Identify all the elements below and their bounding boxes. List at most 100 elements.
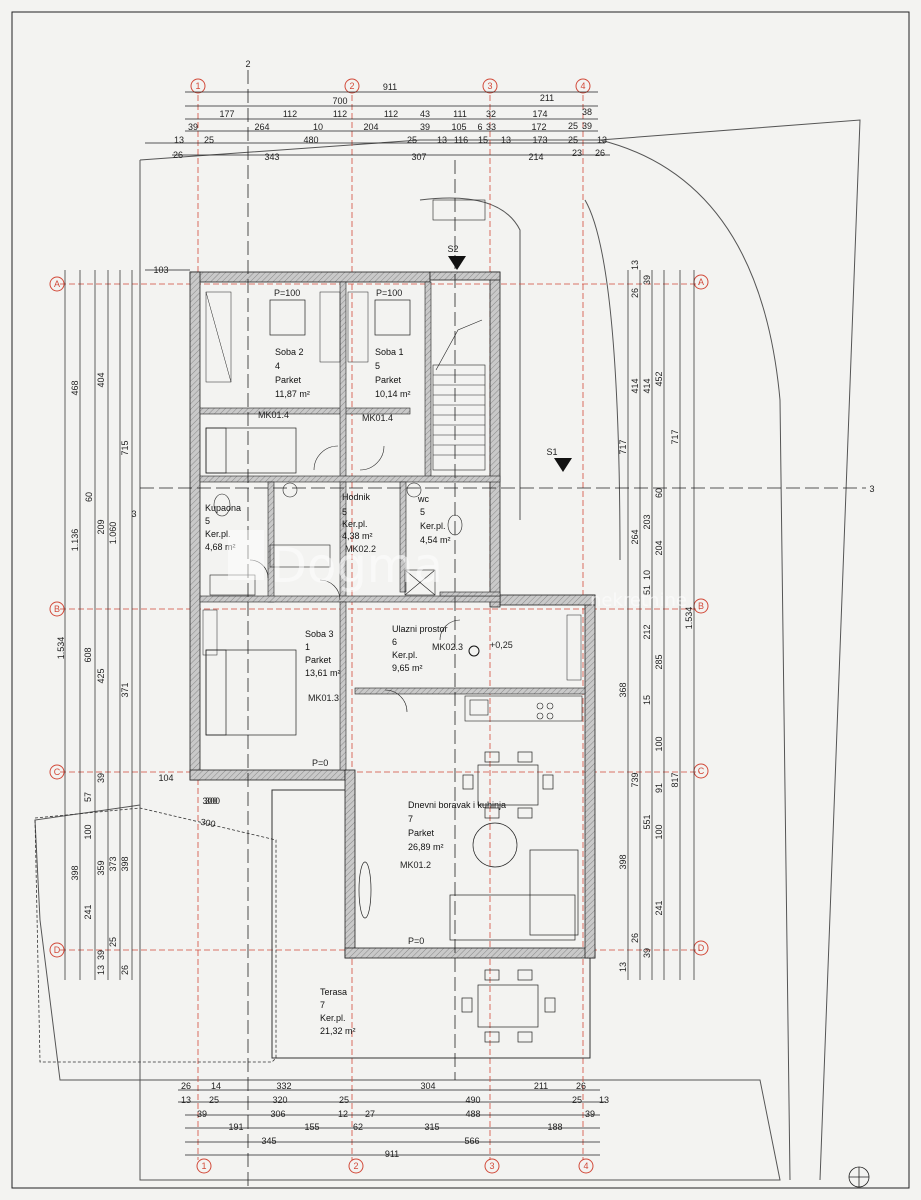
- left-dim: 1.136: [70, 529, 80, 552]
- left-dim: 100: [83, 824, 93, 839]
- axis-row-d-left: D: [54, 945, 61, 955]
- left-dim: 241: [83, 904, 93, 919]
- room-ulazni-prostor: Ulazni prostor 6 Ker.pl. 9,65 m²: [392, 624, 448, 673]
- top-dim: 343: [264, 152, 279, 162]
- top-dim: 211: [540, 93, 554, 103]
- top-dim: 111: [453, 109, 467, 119]
- right-dim: 817: [670, 772, 680, 787]
- room-number: 5: [375, 361, 380, 371]
- right-dim: 39: [642, 275, 652, 285]
- top-dim: 700: [332, 96, 347, 106]
- left-dim: 103: [153, 265, 168, 275]
- right-dim: 100: [654, 824, 664, 839]
- room-name: Hodnik: [342, 492, 371, 502]
- misc-labels: P=100 P=100 P=0 P=0 +0,25 MK01.4 MK01.4 …: [200, 288, 513, 946]
- bottom-dim: 25: [209, 1095, 219, 1105]
- left-dim: 57: [83, 792, 93, 802]
- right-dim: 10: [642, 570, 652, 580]
- bottom-dim: 26: [181, 1081, 191, 1091]
- room-area: 4,68 m²: [205, 542, 236, 552]
- room-floor: Parket: [305, 655, 332, 665]
- bottom-dim: 26: [576, 1081, 586, 1091]
- room-number: 5: [342, 507, 347, 517]
- top-dim: 15: [478, 135, 488, 145]
- window-tag: MK02.3: [432, 642, 463, 652]
- room-hodnik: Hodnik 5 Ker.pl. 4,38 m²: [342, 492, 373, 541]
- axis-row-c-left: C: [54, 767, 61, 777]
- left-dim: 608: [83, 647, 93, 662]
- window-tag: MK01.3: [308, 693, 339, 703]
- top-dim: 13: [501, 135, 511, 145]
- right-dim: 717: [670, 429, 680, 444]
- top-dim: 25: [568, 121, 578, 131]
- top-dim: 264: [254, 122, 269, 132]
- parapet-label: P=100: [376, 288, 402, 298]
- bottom-dim: 191: [228, 1122, 243, 1132]
- left-dim: 468: [70, 380, 80, 395]
- right-dim: 13: [630, 260, 640, 270]
- left-dim: 371: [120, 682, 130, 697]
- room-kupaona: Kupaona 5 Ker.pl. 4,68 m²: [205, 503, 241, 552]
- left-dim: 13: [96, 965, 106, 975]
- bottom-dim: 25: [339, 1095, 349, 1105]
- terrace-width: 300: [205, 796, 220, 806]
- room-floor: Parket: [275, 375, 302, 385]
- left-dim: 1.534: [56, 637, 66, 660]
- bottom-dim: 306: [270, 1109, 285, 1119]
- bottom-dim: 304: [420, 1081, 435, 1091]
- staircase: [432, 199, 486, 471]
- left-dim: 26: [120, 965, 130, 975]
- top-dimensions: [145, 91, 610, 156]
- top-dim: 112: [283, 109, 297, 119]
- right-dim: 26: [630, 288, 640, 298]
- room-floor: Ker.pl.: [420, 521, 446, 531]
- section-2-label: 2: [245, 59, 250, 69]
- bottom-dim: 911: [385, 1149, 399, 1159]
- left-dim: 209: [96, 519, 106, 534]
- top-dim: 204: [363, 122, 378, 132]
- kitchen-fixtures: [464, 695, 583, 722]
- watermark: Dogma nekretnine: [228, 530, 687, 611]
- room-floor: Ker.pl.: [342, 519, 368, 529]
- top-dim: 43: [420, 109, 430, 119]
- right-dim: 13: [618, 962, 628, 972]
- right-dim: 414: [642, 378, 652, 393]
- top-dim: 172: [531, 122, 546, 132]
- right-dim: 212: [642, 624, 652, 639]
- bottom-dim: 566: [464, 1136, 479, 1146]
- top-dim: 173: [532, 135, 547, 145]
- room-name: Soba 2: [275, 347, 304, 357]
- window-tag: MK02.2: [345, 544, 376, 554]
- right-dim: 717: [618, 439, 628, 454]
- level-label: +0,25: [490, 640, 513, 650]
- axis-row-a-right: A: [698, 277, 704, 287]
- bottom-dim: 188: [547, 1122, 562, 1132]
- exterior-walls: [189, 271, 596, 959]
- room-name: Soba 3: [305, 629, 334, 639]
- axis-row-d-right: D: [698, 943, 705, 953]
- top-dim: 911: [383, 82, 397, 92]
- left-dimensions: [64, 269, 190, 980]
- watermark-logo-shape: [228, 530, 264, 580]
- right-dim: 551: [642, 814, 652, 829]
- bottom-dim: 13: [181, 1095, 191, 1105]
- room-area: 11,87 m²: [275, 389, 310, 399]
- watermark-text: Dogma: [270, 538, 443, 594]
- beds: [205, 299, 411, 736]
- right-dim: 264: [630, 529, 640, 544]
- room-name: Kupaona: [205, 503, 241, 513]
- right-dim-texts: 13 26 39 414 414 452 717 717 60 204 203 …: [618, 260, 694, 972]
- wardrobes: [202, 291, 582, 681]
- room-area: 4,54 m²: [420, 535, 451, 545]
- bottom-dim: 12: [338, 1109, 348, 1119]
- axis-col-1-bottom: 1: [201, 1161, 206, 1171]
- left-dim: 398: [120, 856, 130, 871]
- axis-row-a-left: A: [54, 279, 60, 289]
- room-area: 26,89 m²: [408, 842, 444, 852]
- axis-row-c-right: C: [698, 766, 705, 776]
- axis-col-1-top: 1: [195, 81, 200, 91]
- bottom-dim: 39: [585, 1109, 595, 1119]
- top-dim: 25: [568, 135, 578, 145]
- top-dim: 480: [303, 135, 318, 145]
- left-dim: 60: [84, 492, 94, 502]
